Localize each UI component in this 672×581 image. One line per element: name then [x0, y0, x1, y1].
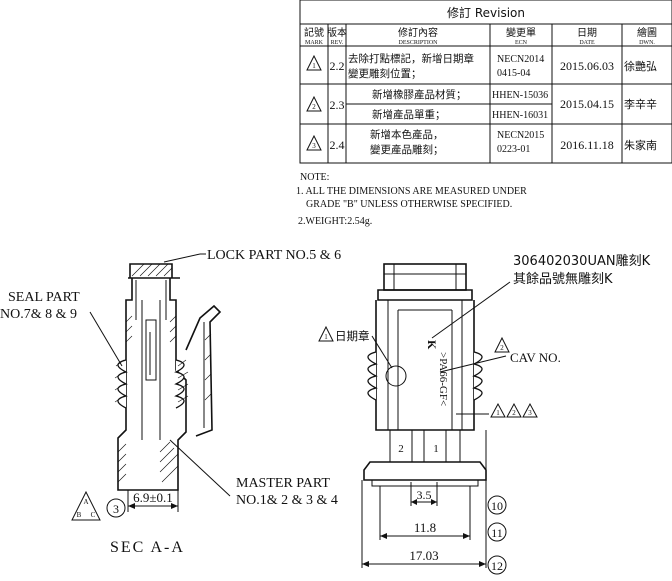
tri-c: C: [91, 511, 96, 519]
revision-rev-3: 2.4: [330, 138, 345, 152]
dimension-17-03: 17.03: [409, 548, 438, 563]
lock-part-callout: LOCK PART NO.5 & 6: [163, 248, 341, 263]
revision-date-2: 2015.04.15: [560, 97, 614, 111]
revision-ecn-3a: NECN2015: [497, 130, 544, 141]
header-desc-en: DESCRIPTION: [398, 40, 438, 46]
revision-desc-2b: 新增產品單重；: [372, 108, 446, 121]
header-desc-zh: 修訂內容: [398, 26, 438, 39]
cav-tri: 2: [500, 344, 504, 352]
dimension-6-9: 6.9±0.1: [133, 490, 173, 505]
header-rev-zh: 版本: [327, 26, 347, 39]
engrave-label-1: 306402030UAN雕刻K: [513, 254, 651, 269]
revision-rev-2: 2.3: [330, 98, 345, 112]
balloon-10: 10: [491, 499, 503, 513]
notes: NOTE: 1. ALL THE DIMENSIONS ARE MEASURED…: [296, 172, 527, 227]
tri-b: B: [77, 511, 82, 519]
seal-part-label-2: NO.7& 8 & 9: [0, 307, 77, 322]
engrave-label-2: 其餘品號無雕刻K: [513, 271, 613, 287]
seal-part-callout: SEAL PART NO.7& 8 & 9: [0, 290, 123, 367]
notes-line-3: 2.WEIGHT:2.54g.: [298, 216, 372, 227]
revision-table: 修訂 Revision 記號 MARK 版本 REV. 修訂內容 DESCRIP…: [299, 0, 672, 164]
revision-triangle-3: [306, 134, 322, 151]
revision-rev-1: 2.2: [330, 59, 345, 73]
dimension-11-8: 11.8: [414, 520, 436, 535]
triple-tri-1: 1: [496, 409, 500, 417]
notes-line-1: 1. ALL THE DIMENSIONS ARE MEASURED UNDER: [296, 186, 527, 197]
header-mark-zh: 記號: [304, 26, 324, 39]
revision-ecn-2b: HHEN-16031: [492, 110, 548, 121]
cav-no-callout: 2 CAV NO.: [439, 336, 561, 373]
revision-desc-1a: 去除打點標記，新增日期章: [348, 52, 474, 65]
revision-mark-2: 2: [312, 103, 316, 111]
cavity-1: 1: [433, 443, 439, 455]
revision-triangle-2: [306, 95, 322, 112]
header-date-zh: 日期: [577, 27, 597, 39]
balloon-12: 12: [491, 559, 503, 573]
dimension-3-5: 3.5: [417, 488, 432, 502]
svg-text:K: K: [425, 340, 439, 350]
master-part-callout: MASTER PART NO.1& 2 & 3 & 4: [169, 439, 338, 508]
seal-part-label-1: SEAL PART: [8, 290, 80, 305]
section-view: 6.9±0.1 SEC A-A: [110, 263, 222, 556]
header-dwn-en: DWN.: [639, 40, 655, 46]
engraving-text: >PA66-GF<: [437, 352, 449, 406]
cav-no-label: CAV NO.: [510, 350, 561, 365]
notes-heading: NOTE:: [300, 172, 329, 183]
balloon-3: 3: [113, 502, 119, 516]
revision-desc-3b: 變更產品雕刻；: [370, 143, 444, 156]
revision-triangles-group: 1 2 3: [456, 402, 538, 418]
tri-a: A: [83, 498, 88, 506]
revision-dwn-1: 徐艷弘: [624, 59, 657, 73]
revision-desc-1b: 變更雕刻位置；: [348, 67, 422, 80]
revision-table-title: 修訂 Revision: [447, 5, 525, 20]
revision-ecn-1b: 0415-04: [497, 68, 530, 79]
revision-ecn-2a: HHEN-15036: [492, 90, 548, 101]
revision-desc-3a: 新增本色產品，: [370, 128, 444, 141]
master-part-label-2: NO.1& 2 & 3 & 4: [236, 493, 338, 508]
header-rev-en: REV.: [331, 40, 344, 46]
triple-tri-3: 3: [528, 409, 532, 417]
lock-part-label: LOCK PART NO.5 & 6: [207, 248, 341, 263]
cavity-2: 2: [398, 443, 404, 455]
triple-tri-2: 2: [512, 409, 516, 417]
header-dwn-zh: 繪圖: [637, 26, 657, 39]
date-stamp-callout: 1 日期章: [318, 325, 393, 369]
header-date-en: DATE: [579, 40, 595, 46]
engrave-callout: 306402030UAN雕刻K 其餘品號無雕刻K: [431, 254, 651, 339]
revision-desc-2a: 新增橡膠產品材質；: [372, 88, 467, 101]
revision-mark-1: 1: [312, 62, 316, 70]
date-stamp-label: 日期章: [335, 329, 370, 343]
section-label: SEC A-A: [110, 539, 185, 556]
balloon-11: 11: [491, 526, 503, 540]
revision-mark-3: 3: [312, 142, 316, 150]
revision-ecn-1a: NECN2014: [497, 54, 544, 65]
master-part-label-1: MASTER PART: [236, 476, 330, 491]
triangle-abc-symbol: A B C 3: [71, 490, 126, 521]
notes-line-2: GRADE "B" UNLESS OTHERWISE SPECIFIED.: [306, 199, 512, 210]
header-ecn-zh: 變更單: [506, 26, 536, 39]
revision-dwn-2: 李辛辛: [624, 97, 657, 111]
revision-dwn-3: 朱家南: [624, 138, 657, 152]
revision-triangle-1: [306, 54, 322, 71]
date-stamp-tri: 1: [324, 333, 328, 341]
revision-date-1: 2015.06.03: [560, 59, 614, 73]
header-ecn-en: ECN: [515, 40, 528, 46]
revision-date-3: 2016.11.18: [560, 138, 614, 152]
revision-ecn-3b: 0223-01: [497, 144, 530, 155]
front-view: >PA66-GF< K 2 1 3.5 11.8 17.03 10 11: [361, 263, 507, 575]
header-mark-en: MARK: [305, 40, 324, 46]
